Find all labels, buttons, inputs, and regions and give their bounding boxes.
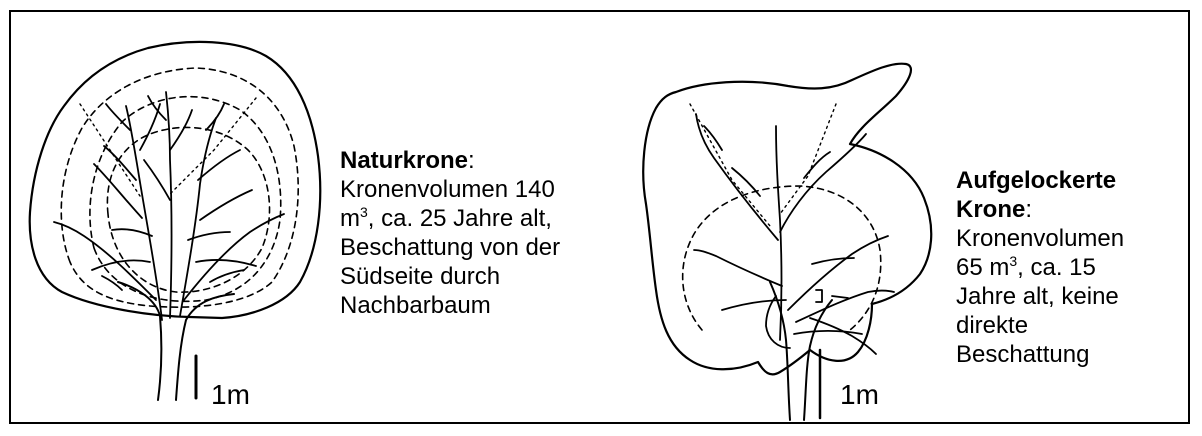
caption-open-volume: 65 m: [956, 254, 1009, 281]
caption-open-line1: Kronenvolumen: [956, 224, 1124, 253]
crown-outline-natural: [30, 42, 321, 318]
dotted-line-open-left: [690, 104, 770, 226]
crown-ring-outer: [61, 68, 298, 307]
caption-open-line5: Beschattung: [956, 340, 1124, 369]
open-crown-tree: [643, 64, 931, 420]
caption-open-title-line1: Aufgelockerte: [956, 166, 1124, 195]
caption-open-title1: Aufgelockerte: [956, 167, 1116, 194]
caption-natural-line2: m3, ca. 25 Jahre alt,: [340, 204, 560, 233]
branches-open: [694, 114, 894, 354]
caption-natural-unit: m: [340, 205, 360, 232]
caption-natural-colon: :: [468, 147, 475, 174]
caption-open-title-line2: Krone:: [956, 195, 1124, 224]
caption-natural-title-line: Naturkrone:: [340, 146, 560, 175]
scale-label-natural: 1m: [211, 380, 250, 410]
trunk-open: [770, 282, 832, 420]
caption-open-age: , ca. 15: [1017, 254, 1096, 281]
caption-natural-crown: Naturkrone: Kronenvolumen 140 m3, ca. 25…: [340, 146, 560, 320]
caption-open-title2: Krone: [956, 196, 1025, 223]
natural-crown-tree: [30, 42, 321, 400]
caption-open-line2: 65 m3, ca. 15: [956, 253, 1124, 282]
dotted-line-open-right: [780, 104, 836, 214]
caption-natural-line5: Nachbarbaum: [340, 291, 560, 320]
caption-natural-line1: Kronenvolumen 140: [340, 175, 560, 204]
caption-natural-age: , ca. 25 Jahre alt,: [368, 205, 552, 232]
scale-label-open: 1m: [840, 380, 879, 410]
caption-natural-unit-exponent: 3: [360, 204, 368, 220]
caption-open-crown: Aufgelockerte Krone: Kronenvolumen 65 m3…: [956, 166, 1124, 369]
caption-natural-title: Naturkrone: [340, 147, 468, 174]
caption-open-colon: :: [1025, 196, 1032, 223]
caption-open-line4: direkte: [956, 311, 1124, 340]
caption-open-unit-exponent: 3: [1009, 253, 1017, 269]
caption-open-line3: Jahre alt, keine: [956, 282, 1124, 311]
caption-natural-line4: Südseite durch: [340, 262, 560, 291]
caption-natural-line3: Beschattung von der: [340, 233, 560, 262]
